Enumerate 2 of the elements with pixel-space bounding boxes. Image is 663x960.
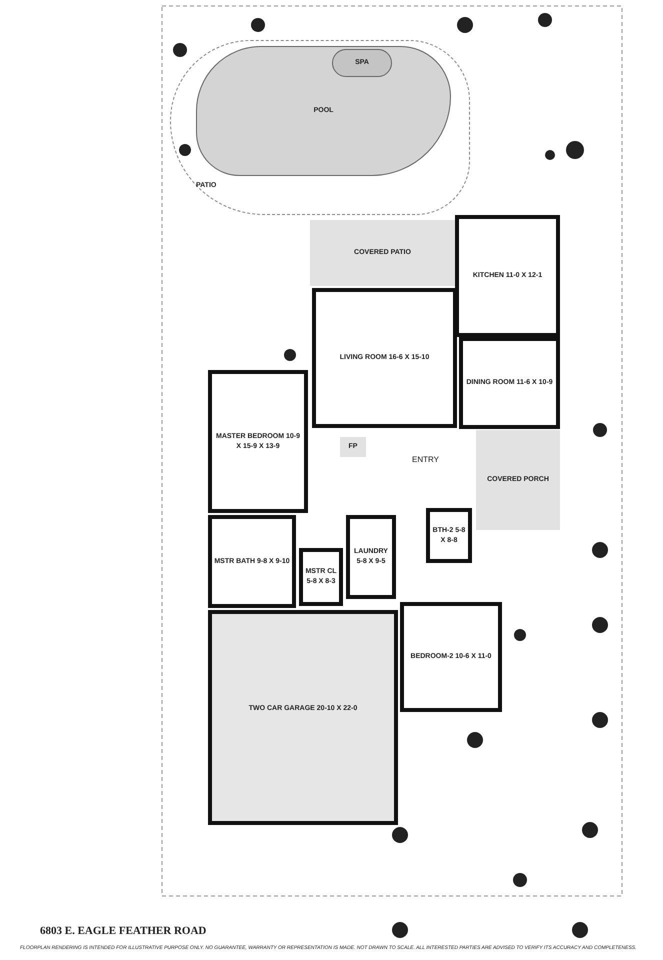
room-label: ENTRY (412, 455, 439, 464)
address-title: 6803 E. EAGLE FEATHER ROAD (40, 925, 206, 937)
